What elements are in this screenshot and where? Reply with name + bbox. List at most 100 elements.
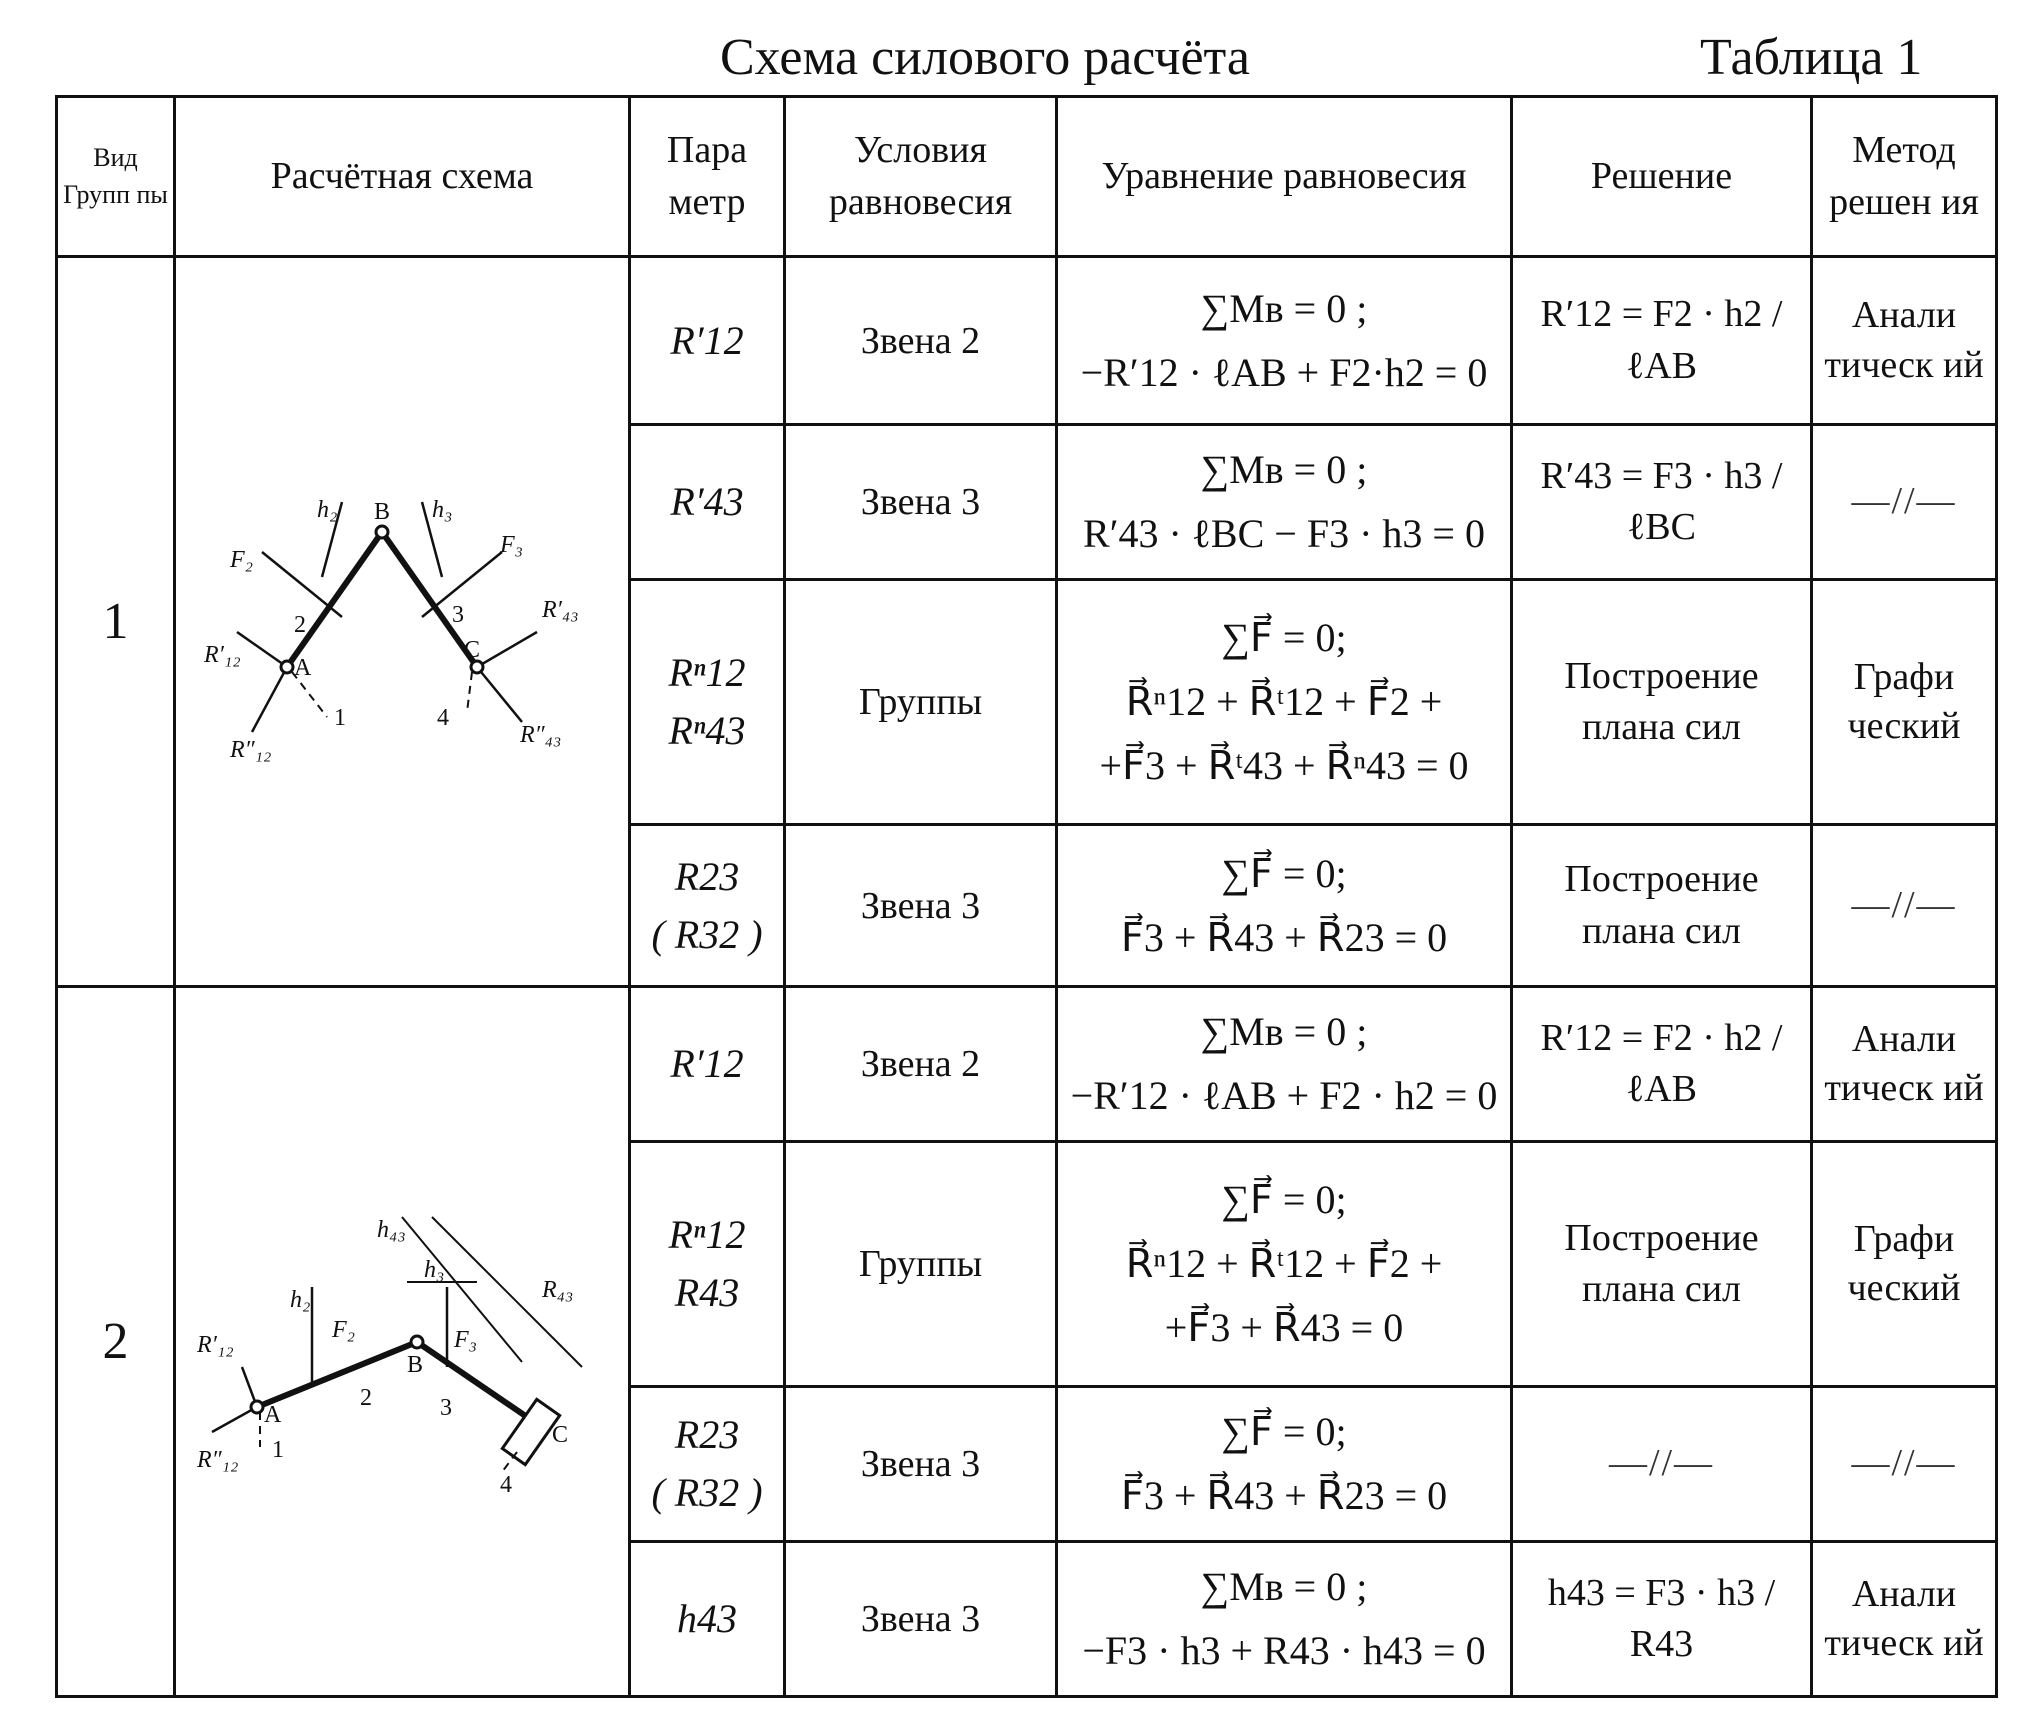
diagram-label: 2 — [360, 1385, 372, 1411]
condition-cell: Группы — [783, 578, 1058, 826]
group-number: 2 — [55, 985, 176, 1698]
param-cell: R23 ( R32 ) — [628, 823, 786, 988]
diagram-label: A — [264, 1402, 282, 1428]
table-row: h43 Звена 3 ∑Mв = 0 ; −F3 · h3 + R43 · h… — [57, 1540, 1998, 1698]
diagram-label: h₂ — [290, 1287, 310, 1313]
solution-line: Построение — [1564, 858, 1759, 901]
equation-cell: ∑Mв = 0 ; R′43 · ℓBC − F3 · h3 = 0 — [1055, 423, 1513, 581]
equation-cell: ∑Mв = 0 ; −F3 · h3 + R43 · h43 = 0 — [1055, 1540, 1513, 1698]
header-param: Пара метр — [628, 95, 786, 258]
page-title: Схема силового расчёта — [720, 29, 1250, 86]
param-line: R23 — [674, 853, 740, 899]
table-row: R′43 Звена 3 ∑Mв = 0 ; R′43 · ℓBC − F3 ·… — [57, 423, 1998, 581]
solution-cell: h43 = F3 · h3 / R43 — [1510, 1540, 1813, 1698]
equation-cell: ∑Mв = 0 ; −R′12 · ℓAB + F2 · h2 = 0 — [1055, 985, 1513, 1143]
diagram-label: 4 — [437, 705, 449, 731]
table-row: Rⁿ12 Rⁿ43 Группы ∑F⃗ = 0; R⃗ⁿ12 + R⃗ᵗ12 … — [57, 578, 1998, 826]
table-row: 1 — [55, 255, 1998, 988]
scheme-diagram-1: F₂ h₂ B h₃ F₃ 2 3 R′₄₃ R′₁₂ A C R″₁₂ 1 4… — [173, 255, 631, 988]
diagram-label: F₃ — [453, 1327, 477, 1353]
diagram-label: 2 — [294, 612, 306, 638]
equation-line: R⃗ⁿ12 + R⃗ᵗ12 + F⃗2 + — [1125, 1241, 1443, 1286]
diagram-label: R′₁₂ — [196, 1332, 234, 1358]
param-cell: R′12 — [628, 255, 786, 426]
solution-cell: Построение плана сил — [1510, 1140, 1813, 1388]
diagram-label: R″₄₃ — [519, 722, 561, 748]
method-cell: —//— — [1810, 423, 1998, 581]
equation-cell: ∑F⃗ = 0; R⃗ⁿ12 + R⃗ᵗ12 + F⃗2 + +F⃗3 + R⃗… — [1055, 1140, 1513, 1388]
solution-cell: Построение плана сил — [1510, 578, 1813, 826]
diagram-label: 3 — [452, 602, 464, 628]
equation-line: +F⃗3 + R⃗43 = 0 — [1164, 1305, 1404, 1350]
diagram-label: 1 — [334, 705, 346, 731]
equation-line: ∑Mв = 0 ; — [1200, 285, 1368, 331]
equation-line: −R′12 · ℓAB + F2·h2 = 0 — [1080, 349, 1488, 395]
diagram-label: F₂ — [331, 1317, 355, 1343]
condition-cell: Звена 3 — [783, 1385, 1058, 1543]
equation-cell: ∑F⃗ = 0; F⃗3 + R⃗43 + R⃗23 = 0 — [1055, 823, 1513, 988]
equation-line: ∑F⃗ = 0; — [1221, 615, 1347, 660]
param-cell: h43 — [628, 1540, 786, 1698]
condition-cell: Звена 2 — [783, 255, 1058, 426]
solution-line: Построение — [1564, 1216, 1759, 1259]
diagram-label: R″₁₂ — [196, 1447, 238, 1473]
condition-cell: Звена 3 — [783, 823, 1058, 988]
diagram-label: R′₄₃ — [541, 597, 579, 623]
param-cell: R′43 — [628, 423, 786, 581]
equation-line: ∑Mв = 0 ; — [1200, 1009, 1368, 1054]
equation-line: F⃗3 + R⃗43 + R⃗23 = 0 — [1120, 914, 1448, 960]
condition-cell: Звена 2 — [783, 985, 1058, 1143]
diagram-label: C — [464, 637, 480, 663]
equation-line: ∑F⃗ = 0; — [1221, 1177, 1347, 1222]
param-line: Rⁿ12 — [668, 650, 746, 695]
method-cell: Графи ческий — [1810, 578, 1998, 826]
header-solution: Решение — [1510, 95, 1813, 258]
table-row: 2 — [55, 985, 1998, 1698]
equation-line: +F⃗3 + R⃗ᵗ43 + R⃗ⁿ43 = 0 — [1099, 743, 1469, 788]
diagram-label: 3 — [440, 1395, 452, 1421]
equation-line: R′43 · ℓBC − F3 · h3 = 0 — [1083, 511, 1485, 556]
diagram-label: h₄₃ — [377, 1217, 406, 1243]
method-cell: Анали тическ ий — [1810, 1540, 1998, 1698]
header-group-type: Вид Групп пы — [55, 95, 176, 258]
group-number: 1 — [55, 255, 176, 988]
equation-cell: ∑F⃗ = 0; R⃗ⁿ12 + R⃗ᵗ12 + F⃗2 + +F⃗3 + R⃗… — [1055, 578, 1513, 826]
header-equation: Уравнение равновесия — [1055, 95, 1513, 258]
condition-cell: Звена 3 — [783, 1540, 1058, 1698]
diagram-label: 4 — [500, 1472, 512, 1498]
param-line: Rⁿ43 — [668, 708, 746, 753]
equation-line: −F3 · h3 + R43 · h43 = 0 — [1082, 1628, 1486, 1673]
equation-line: ∑F⃗ = 0; — [1221, 850, 1347, 896]
table-number: Таблица 1 — [1700, 29, 1923, 86]
linkage-diagram-1: F₂ h₂ B h₃ F₃ 2 3 R′₄₃ R′₁₂ A C R″₁₂ 1 4… — [203, 497, 579, 763]
method-cell: Графи ческий — [1810, 1140, 1998, 1388]
header-conditions: Условия равновесия — [783, 95, 1058, 258]
solution-line: плана сил — [1581, 706, 1742, 748]
equation-line: ∑F⃗ = 0; — [1221, 1409, 1347, 1454]
solution-line: плана сил — [1581, 1268, 1742, 1310]
solution-cell: Построение плана сил — [1510, 823, 1813, 988]
equation-cell: ∑F⃗ = 0; F⃗3 + R⃗43 + R⃗23 = 0 — [1055, 1385, 1513, 1543]
method-cell: Анали тическ ий — [1810, 985, 1998, 1143]
param-cell: R′12 — [628, 985, 786, 1143]
force-calculation-table: Вид Групп пы Расчётная схема Пара метр У… — [55, 95, 1998, 1698]
solution-cell: R′12 = F2 · h2 / ℓAB — [1510, 255, 1813, 426]
condition-cell: Группы — [783, 1140, 1058, 1388]
solution-line: Построение — [1564, 654, 1759, 697]
equation-cell: ∑Mв = 0 ; −R′12 · ℓAB + F2·h2 = 0 — [1055, 255, 1513, 426]
method-cell: —//— — [1810, 1385, 1998, 1543]
scheme-diagram-2: h₄₃ h₃ R₄₃ h₂ F₂ F₃ R′₁₂ B 2 3 A C R″₁₂ … — [173, 985, 631, 1698]
diagram-label: A — [294, 655, 312, 681]
linkage-diagram-2: h₄₃ h₃ R₄₃ h₂ F₂ F₃ R′₁₂ B 2 3 A C R″₁₂ … — [196, 1215, 583, 1498]
param-cell: Rⁿ12 R43 — [628, 1140, 786, 1388]
diagram-label: h₂ — [317, 497, 337, 523]
solution-cell: R′12 = F2 · h2 / ℓAB — [1510, 985, 1813, 1143]
equation-line: ∑Mв = 0 ; — [1200, 447, 1368, 492]
method-cell: Анали тическ ий — [1810, 255, 1998, 426]
condition-cell: Звена 3 — [783, 423, 1058, 581]
header-row: Вид Групп пы Расчётная схема Пара метр У… — [55, 95, 1998, 258]
diagram-label: R′₁₂ — [203, 642, 241, 668]
diagram-label: R₄₃ — [541, 1277, 573, 1303]
solution-line: плана сил — [1581, 909, 1742, 952]
diagram-label: h₃ — [432, 497, 452, 523]
